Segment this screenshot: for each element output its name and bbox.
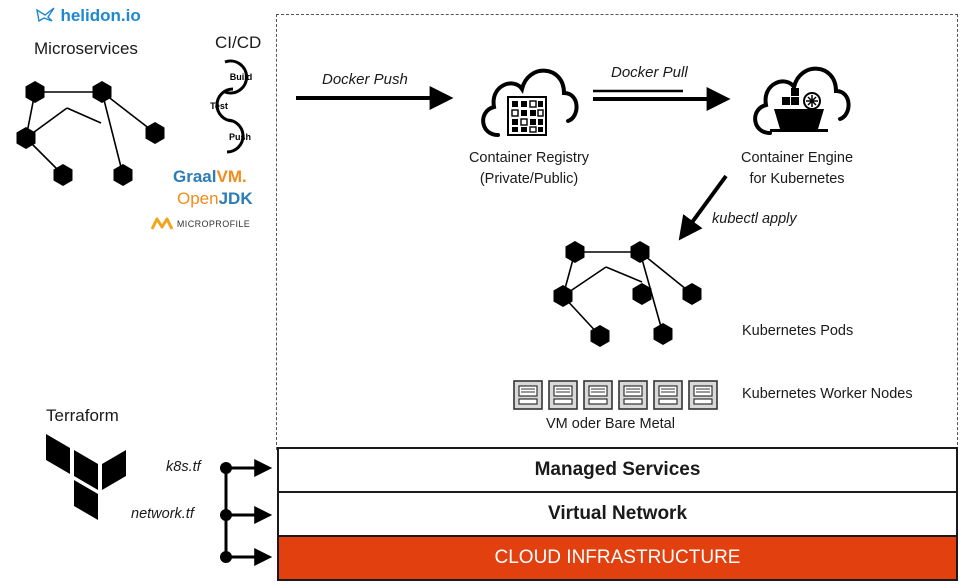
graalvm-logo: GraalVM. <box>173 167 247 186</box>
microprofile-logo: MICROPROFILE <box>150 216 250 230</box>
pod-node <box>632 283 652 305</box>
docker-pull-arrow <box>593 87 731 111</box>
vm-bare-metal-label: VM oder Bare Metal <box>546 416 675 432</box>
helidon-bird-icon <box>36 7 55 23</box>
container-registry-label: Container Registry (Private/Public) <box>468 150 590 187</box>
terraform-logo-icon <box>46 434 126 520</box>
cloud-boundary <box>276 14 958 450</box>
microservices-label: Microservices <box>34 39 138 58</box>
pod-node <box>553 285 573 307</box>
cicd-label: CI/CD <box>215 33 262 52</box>
managed-services-label: Managed Services <box>534 459 701 480</box>
pod-node <box>630 241 650 263</box>
server-icon <box>548 380 578 410</box>
microprofile-icon <box>150 217 174 230</box>
service-node <box>53 164 73 186</box>
helidon-wordmark: helidon.io <box>60 6 141 25</box>
kubernetes-pods-label: Kubernetes Pods <box>742 323 854 339</box>
pod-node <box>590 325 610 347</box>
service-node <box>25 81 45 103</box>
openjdk-logo: OpenJDK <box>177 189 253 208</box>
cycle-build: Build <box>230 72 253 82</box>
service-node <box>113 164 133 186</box>
docker-pull-label: Docker Pull <box>611 64 688 81</box>
server-icon <box>583 380 613 410</box>
server-icon <box>618 380 648 410</box>
container-engine-icon <box>753 66 851 135</box>
managed-services-layer: Managed Services <box>277 447 958 493</box>
kubectl-apply-arrow <box>678 174 728 241</box>
service-node <box>16 127 36 149</box>
cycle-test: Test <box>210 101 228 111</box>
server-icon <box>688 380 718 410</box>
network-tf-label: network.tf <box>131 506 194 522</box>
docker-push-label: Docker Push <box>322 71 408 88</box>
helidon-logo: helidon.io <box>36 6 141 26</box>
service-node <box>145 122 165 144</box>
kubectl-apply-label: kubectl apply <box>712 211 797 227</box>
pod-node <box>565 241 585 263</box>
container-engine-label: Container Engine for Kubernetes <box>740 150 854 187</box>
virtual-network-label: Virtual Network <box>547 503 688 524</box>
server-icon <box>513 380 543 410</box>
cycle-push: Push <box>229 132 251 142</box>
kubernetes-pods-graph <box>553 241 702 347</box>
terraform-connectors <box>220 459 273 566</box>
k8s-tf-label: k8s.tf <box>166 459 201 475</box>
microservices-graph <box>16 81 165 186</box>
worker-nodes-label: Kubernetes Worker Nodes <box>742 386 913 402</box>
pod-node <box>653 323 673 345</box>
pod-node <box>682 283 702 305</box>
server-icon <box>653 380 683 410</box>
terraform-label: Terraform <box>46 406 119 425</box>
virtual-network-layer: Virtual Network <box>277 491 958 537</box>
service-node <box>92 81 112 103</box>
cicd-cycle-diagram: Build Test Push <box>210 59 253 154</box>
cloud-infrastructure-layer: CLOUD INFRASTRUCTURE <box>277 535 958 581</box>
container-registry-icon <box>481 68 579 137</box>
worker-nodes-icons <box>513 380 718 410</box>
cloud-infrastructure-label: CLOUD INFRASTRUCTURE <box>494 547 741 568</box>
